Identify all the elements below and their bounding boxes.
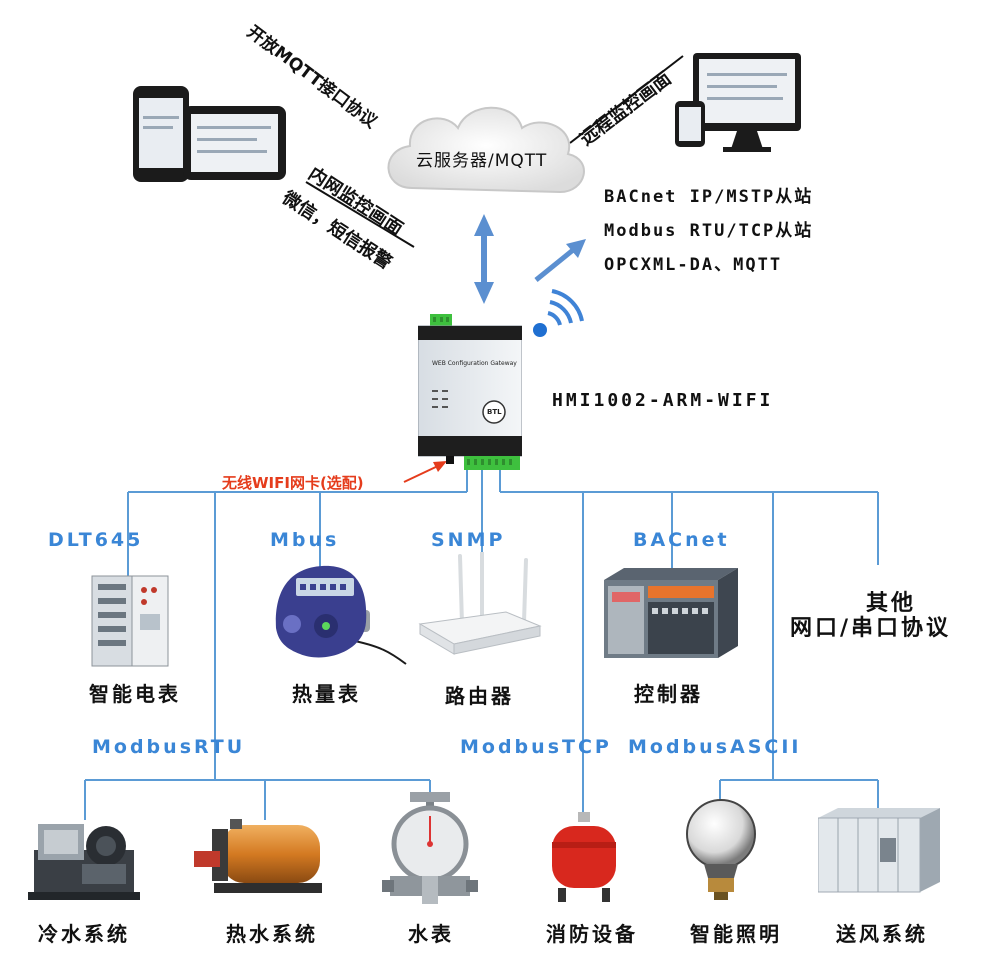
device-label-lighting: 智能照明 (690, 922, 782, 946)
device-label-controller: 控制器 (634, 682, 703, 706)
protocol-opc-mqtt: OPCXML-DA、MQTT (604, 255, 783, 275)
smart-lighting-device (684, 798, 758, 902)
controller-device (604, 566, 740, 662)
chiller-device (24, 820, 144, 904)
device-label-air-supply: 送风系统 (836, 922, 928, 946)
heat-meter-icon (275, 565, 407, 665)
chiller-icon (28, 824, 140, 900)
heat-meter-device (270, 560, 410, 670)
water-meter-device (382, 792, 478, 906)
fire-equipment-device (548, 812, 620, 904)
router-icon (418, 550, 542, 655)
mobile-devices (133, 86, 288, 182)
router-device (414, 550, 544, 660)
water-meter-icon (382, 792, 478, 904)
air-supply-device (817, 808, 942, 894)
device-label-water-meter: 水表 (408, 922, 454, 946)
protocol-bacnet: BACnet IP/MSTP从站 (604, 187, 814, 207)
bus-label-snmp: SNMP (431, 529, 506, 551)
bus-label-other-1: 其他 (866, 591, 917, 616)
gateway-icon (417, 314, 523, 470)
light-bulb-icon (686, 799, 756, 900)
boiler-icon (194, 819, 322, 893)
gateway-model: HMI1002-ARM-WIFI (552, 390, 774, 411)
device-label-heat-meter: 热量表 (292, 682, 361, 706)
bus-label-modbus-ascii: ModbusASCII (628, 736, 802, 758)
boiler-device (190, 815, 330, 899)
gateway-device: WEB Configuration Gateway BTL (417, 314, 523, 472)
bus-label-mbus: Mbus (270, 529, 340, 551)
gateway-panel-title: WEB Configuration Gateway (432, 360, 517, 367)
protocol-modbus: Modbus RTU/TCP从站 (604, 221, 814, 241)
smart-meter-device (88, 574, 172, 668)
monitor-icon (675, 53, 801, 152)
bus-label-modbus-tcp: ModbusTCP (460, 736, 612, 758)
cloud-label: 云服务器/MQTT (416, 151, 548, 171)
phone-tablet-icon (133, 86, 286, 182)
device-label-boiler: 热水系统 (226, 922, 318, 946)
cloud-icon (387, 106, 585, 194)
device-label-chiller: 冷水系统 (38, 922, 130, 946)
electric-cabinet-icon (91, 575, 169, 667)
bus-label-bacnet: BACnet (633, 529, 730, 551)
wifi-card-note: 无线WIFI网卡(选配) (222, 474, 364, 492)
device-label-router: 路由器 (445, 684, 514, 708)
fire-extinguisher-tank-icon (552, 812, 616, 902)
bus-label-other-2: 网口/串口协议 (790, 616, 952, 641)
cloud-server: 云服务器/MQTT (372, 88, 594, 208)
btl-badge: BTL (487, 408, 502, 416)
plc-controller-icon (604, 568, 738, 658)
remote-monitor (675, 53, 803, 153)
device-label-fire: 消防设备 (546, 922, 638, 946)
device-label-smart-meter: 智能电表 (89, 682, 181, 706)
bus-label-dlt645: DLT645 (48, 529, 144, 551)
bus-label-modbus-rtu: ModbusRTU (92, 736, 246, 758)
air-handler-icon (817, 808, 940, 893)
